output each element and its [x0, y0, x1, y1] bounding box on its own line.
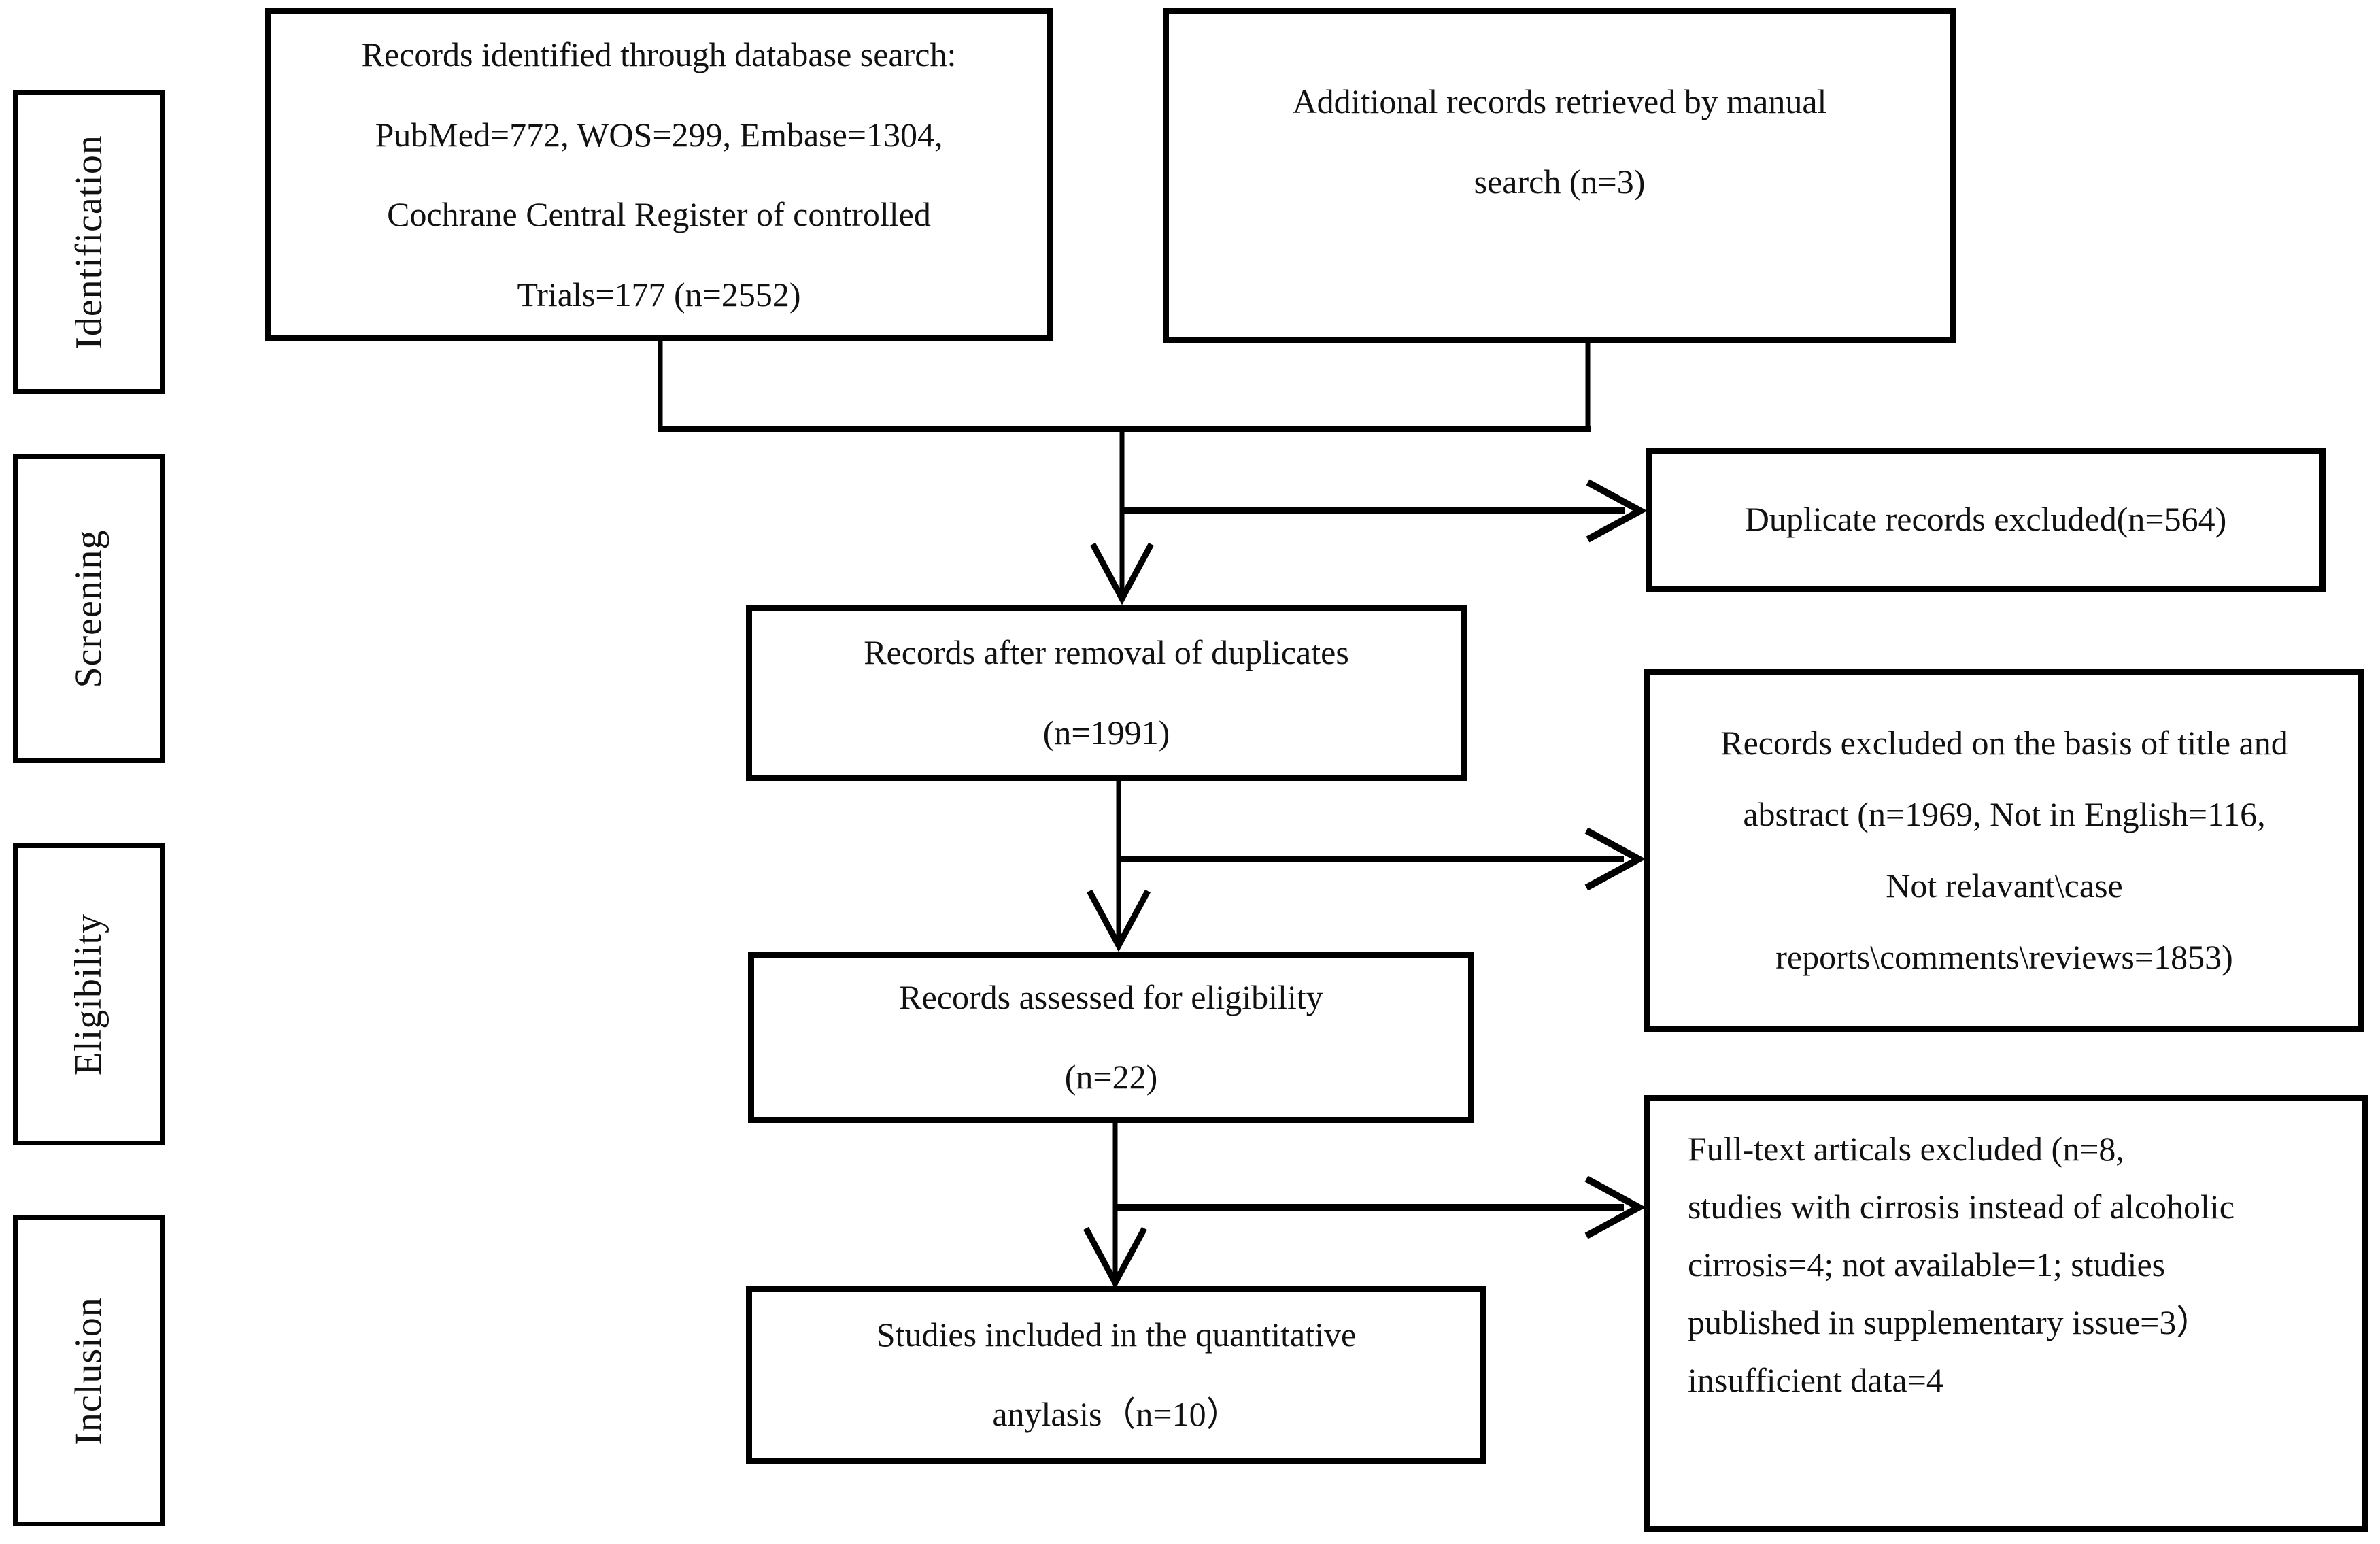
stage-label-inclusion: Inclusion	[13, 1215, 165, 1526]
box-records-identified: Records identified through database sear…	[265, 8, 1053, 341]
box-duplicates-excluded-text: Duplicate records excluded(n=564)	[1744, 500, 2227, 539]
stage-label-screening: Screening	[13, 454, 165, 763]
box-fulltext-excluded-text: Full-text articals excluded (n=8, studie…	[1688, 1130, 2235, 1399]
box-excluded-title-abstract-text: Records excluded on the basis of title a…	[1720, 724, 2288, 976]
box-excluded-title-abstract: Records excluded on the basis of title a…	[1644, 669, 2364, 1032]
box-records-after-removal: Records after removal of duplicates (n=1…	[746, 605, 1467, 781]
stage-label-text: Screening	[67, 529, 110, 688]
stage-label-text: Eligibility	[67, 913, 110, 1076]
box-studies-included-text: Studies included in the quantitative any…	[876, 1315, 1357, 1434]
box-studies-included: Studies included in the quantitative any…	[746, 1286, 1486, 1464]
box-records-after-removal-text: Records after removal of duplicates (n=1…	[864, 633, 1349, 752]
stage-label-text: Inclusion	[67, 1296, 110, 1445]
arrow-to-assessed	[1087, 781, 1151, 952]
stage-label-text: Identification	[67, 134, 110, 350]
box-records-identified-text: Records identified through database sear…	[361, 35, 957, 314]
box-fulltext-excluded: Full-text articals excluded (n=8, studie…	[1644, 1095, 2368, 1532]
box-additional-records: Additional records retrieved by manual s…	[1163, 8, 1956, 343]
box-records-assessed: Records assessed for eligibility (n=22)	[748, 952, 1474, 1123]
box-additional-records-text: Additional records retrieved by manual s…	[1292, 82, 1827, 201]
arrow-to-excluded-title-abstract	[1119, 827, 1646, 891]
merge-connector	[658, 339, 1591, 432]
stage-label-identification: Identification	[13, 90, 165, 394]
stage-label-eligibility: Eligibility	[13, 843, 165, 1145]
arrow-to-duplicates-excluded	[1122, 479, 1648, 543]
arrow-to-included	[1083, 1123, 1147, 1290]
box-duplicates-excluded: Duplicate records excluded(n=564)	[1646, 448, 2326, 592]
box-records-assessed-text: Records assessed for eligibility (n=22)	[899, 977, 1323, 1096]
arrow-to-fulltext-excluded	[1115, 1175, 1646, 1239]
